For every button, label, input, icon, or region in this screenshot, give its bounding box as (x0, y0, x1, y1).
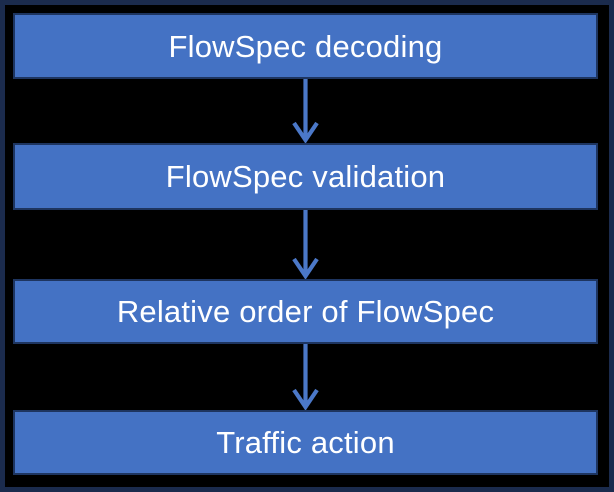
down-arrow-icon (292, 79, 319, 143)
flow-step-relative-order-of-flowspec: Relative order of FlowSpec (13, 279, 598, 344)
flow-step-traffic-action: Traffic action (13, 410, 598, 475)
flow-step-flowspec-decoding: FlowSpec decoding (13, 13, 598, 79)
down-arrow-icon (292, 210, 319, 279)
flow-step-label: Traffic action (216, 425, 395, 460)
flow-step-label: FlowSpec validation (165, 159, 446, 194)
flow-step-flowspec-validation: FlowSpec validation (13, 143, 598, 210)
down-arrow-icon (292, 344, 319, 410)
flow-step-label: FlowSpec decoding (168, 28, 443, 64)
flow-step-label: Relative order of FlowSpec (116, 294, 495, 329)
